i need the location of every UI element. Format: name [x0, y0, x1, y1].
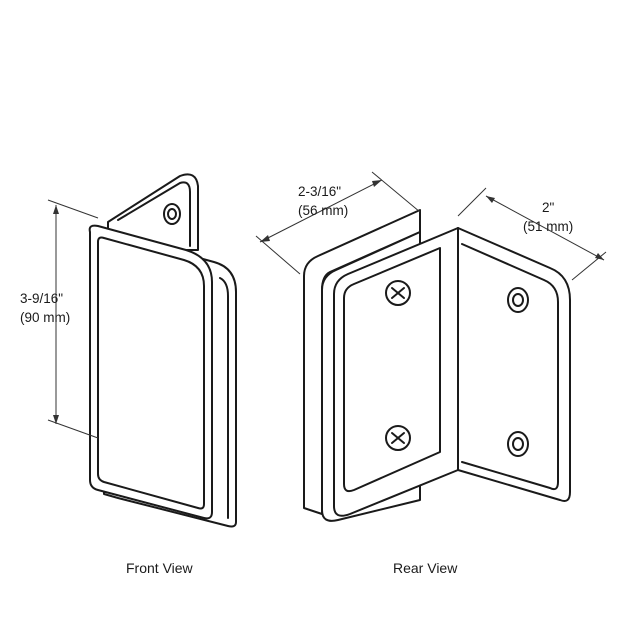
front-screw-hole-inner [167, 208, 177, 220]
width-arrow-right [372, 180, 382, 187]
depth-dim-metric: (51 mm) [523, 219, 573, 234]
front-clamp-plate [88, 224, 213, 520]
front-screw-hole [163, 203, 181, 225]
width-ext-right [371, 171, 421, 213]
width-dim-metric: (56 mm) [298, 203, 348, 218]
height-dim-metric: (90 mm) [20, 310, 70, 325]
width-dim-line [259, 179, 383, 243]
height-dim-imperial: 3-9/16" [20, 291, 63, 306]
width-arrow-left [260, 235, 270, 242]
front-clamp-plate-inner [97, 236, 205, 510]
mounting-hole-top-icon [507, 287, 529, 313]
phillips-screw-bottom-icon [385, 425, 411, 451]
front-view-caption: Front View [126, 560, 194, 576]
depth-ext-right [571, 251, 607, 281]
rear-view-drawing: 2-3/16" (56 mm) 2" (51 mm) [255, 171, 607, 522]
rear-right-face [457, 227, 571, 502]
depth-ext-left [457, 187, 487, 217]
depth-dim-imperial: 2" [542, 200, 555, 215]
front-back-flange-inner [117, 181, 191, 247]
depth-arrow-left [486, 196, 495, 203]
rear-right-face-inner [461, 243, 559, 491]
rear-view-caption: Rear View [393, 560, 458, 576]
height-ext-top [47, 199, 99, 219]
front-view-drawing: 3-9/16" (90 mm) [20, 173, 237, 528]
phillips-screw-top-icon [385, 280, 411, 306]
width-ext-left [255, 235, 301, 275]
height-arrow-bottom [53, 415, 59, 424]
depth-dim-line [485, 195, 605, 261]
front-back-flange [107, 173, 199, 251]
front-plate-gap-2 [219, 277, 229, 519]
depth-arrow-right [595, 253, 604, 260]
mounting-hole-bottom-icon [507, 431, 529, 457]
height-arrow-top [53, 205, 59, 214]
rear-left-face-inner [343, 247, 441, 493]
width-dim-imperial: 2-3/16" [298, 184, 341, 199]
